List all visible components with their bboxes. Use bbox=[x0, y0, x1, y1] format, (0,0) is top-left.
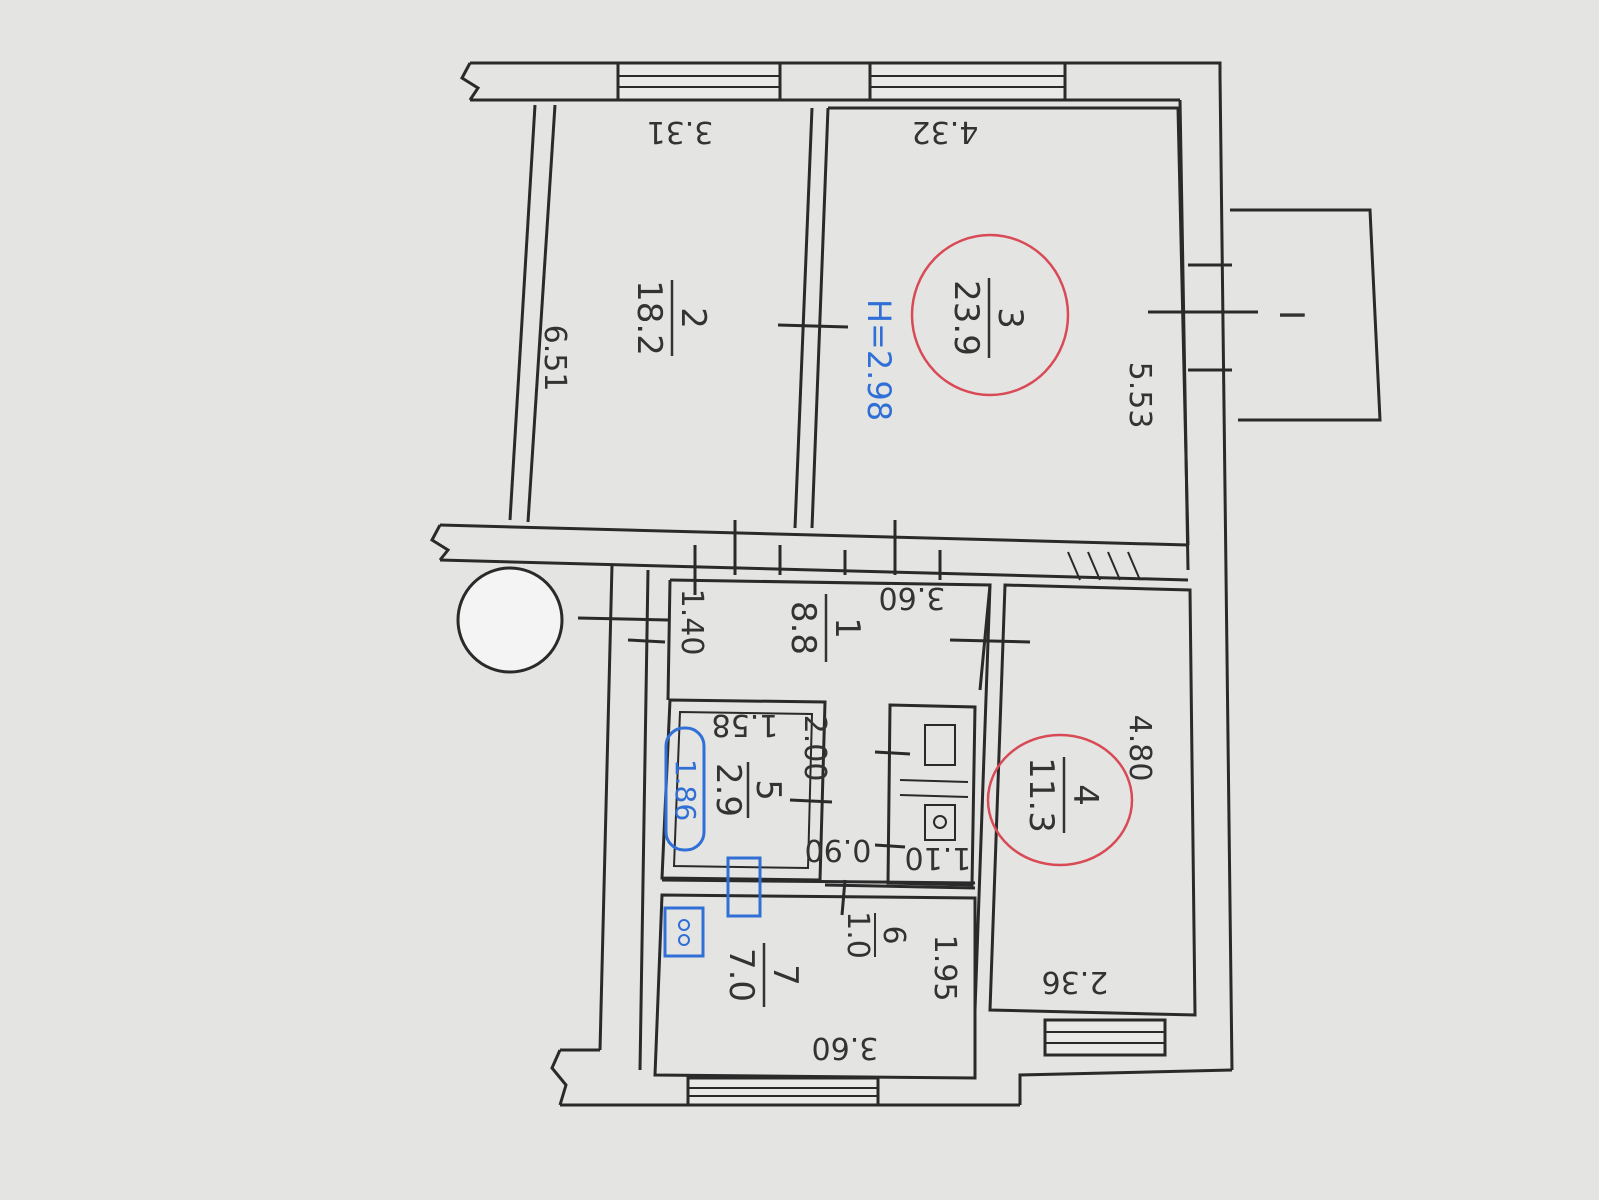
dim-bath-width: 1.58 bbox=[712, 707, 779, 742]
room-3-area: 23.9 bbox=[946, 280, 986, 356]
dim-wc-small: 1.10 bbox=[905, 840, 972, 875]
stove-icon bbox=[663, 906, 705, 958]
room-2-left-wall bbox=[508, 104, 537, 521]
room-1-area: 8.8 bbox=[783, 601, 823, 655]
room-3-label: 3 23.9 bbox=[946, 278, 1030, 358]
dim-room4-width: 2.36 bbox=[1042, 964, 1109, 999]
dim-top-right: 4.32 bbox=[912, 114, 979, 149]
balcony-label: I bbox=[1271, 310, 1311, 320]
bathtub-icon bbox=[664, 726, 706, 852]
dim-bath-height: 2.00 bbox=[797, 715, 832, 782]
shaft-circle bbox=[456, 566, 564, 674]
wall-2-3 bbox=[793, 107, 814, 529]
dim-left-height: 6.51 bbox=[537, 325, 572, 392]
dim-kitchen-width: 3.60 bbox=[812, 1030, 879, 1065]
room-4-number: 4 bbox=[1065, 784, 1105, 806]
room-1-number: 1 bbox=[827, 617, 867, 639]
room-7-outline bbox=[653, 893, 977, 1080]
room-6-outline bbox=[886, 703, 977, 887]
balcony-number: I bbox=[1271, 310, 1311, 320]
toilet-icon bbox=[924, 804, 956, 841]
door-marks bbox=[577, 323, 1031, 916]
room-2-number: 2 bbox=[673, 307, 713, 329]
room-5-area: 2.9 bbox=[708, 763, 748, 817]
dim-hall-small: 1.40 bbox=[674, 589, 709, 656]
room-2-area: 18.2 bbox=[629, 280, 669, 356]
balcony bbox=[1148, 208, 1382, 422]
ceiling-height-note: H=2.98 bbox=[860, 299, 898, 421]
closet-box-icon bbox=[924, 724, 956, 766]
room-4-red-ring bbox=[986, 733, 1134, 867]
dim-wc-width: 0.90 bbox=[805, 832, 872, 867]
room-2-label: 2 18.2 bbox=[629, 280, 713, 356]
room-6-number: 6 bbox=[876, 925, 911, 944]
room-4-area: 11.3 bbox=[1021, 757, 1061, 833]
bath-note: 1.86 bbox=[669, 759, 702, 821]
room-1-label: 1 8.8 bbox=[783, 594, 867, 662]
room-7-number: 7 bbox=[765, 964, 805, 986]
room-5-label: 5 2.9 bbox=[708, 762, 788, 818]
room-6-label: 6 1.0 bbox=[840, 911, 911, 959]
room-3-red-ring bbox=[910, 233, 1070, 397]
windows bbox=[616, 61, 1167, 1107]
room-3-number: 3 bbox=[990, 307, 1030, 329]
room-outlines bbox=[508, 104, 1197, 1080]
room-6-area: 1.0 bbox=[840, 911, 875, 959]
dim-kitchen-height: 1.95 bbox=[927, 935, 962, 1002]
dim-top-left: 3.31 bbox=[647, 114, 714, 149]
sink-icon bbox=[726, 856, 762, 918]
room-4-label: 4 11.3 bbox=[1021, 757, 1105, 833]
dim-right-height: 5.53 bbox=[1122, 362, 1157, 429]
dim-room4-height: 4.80 bbox=[1122, 715, 1157, 782]
room-4-outline bbox=[988, 583, 1197, 1017]
room-7-label: 7 7.0 bbox=[721, 943, 805, 1007]
dim-hall-width: 3.60 bbox=[879, 580, 946, 615]
room-5-number: 5 bbox=[748, 779, 788, 801]
room-7-area: 7.0 bbox=[721, 948, 761, 1002]
